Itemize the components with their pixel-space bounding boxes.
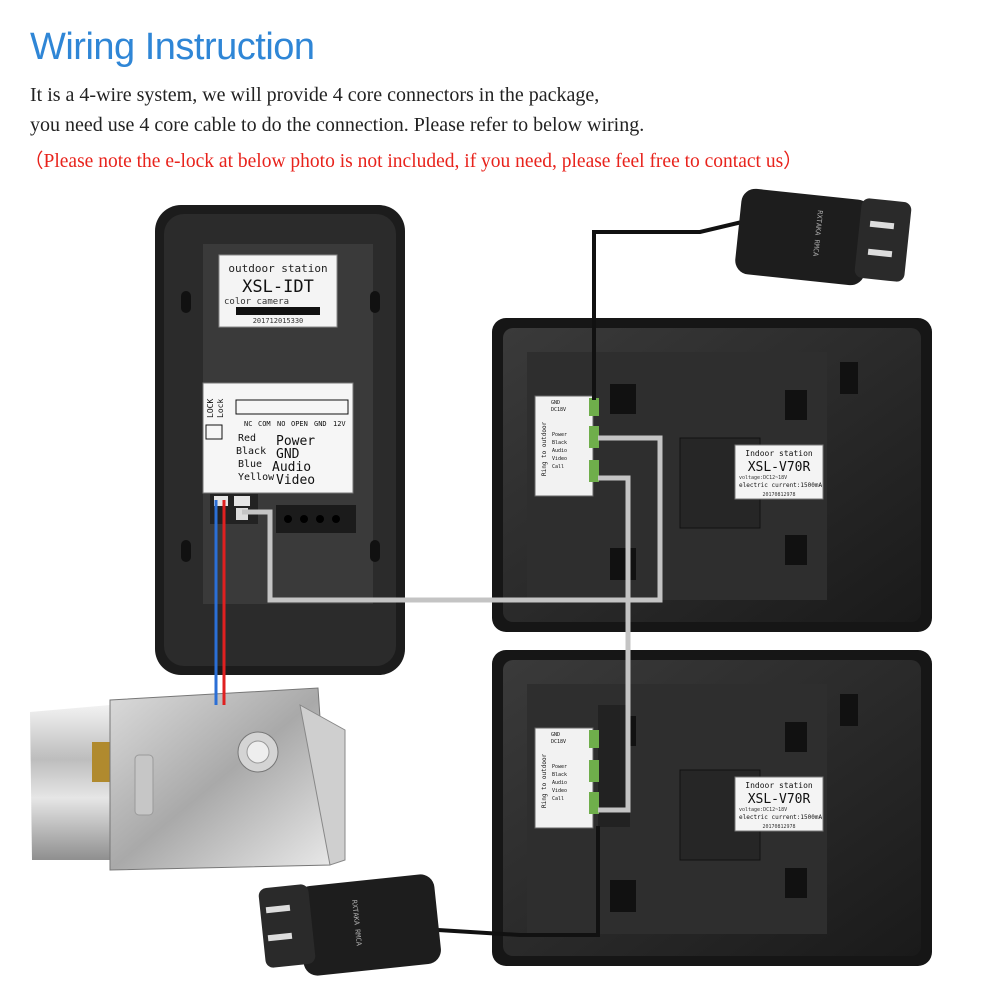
adapter-1-prong: [869, 220, 895, 230]
indoor-2-model-label: [734, 776, 824, 832]
terminal-com: COM: [258, 420, 271, 428]
indoor-2-ring-label: [534, 727, 594, 829]
adapter-2-prong: [265, 904, 291, 914]
indoor-2-pin-audio: Audio: [552, 780, 567, 786]
lock-label: LOCK: [206, 399, 215, 418]
lock-latch: [92, 742, 114, 782]
intro-line-2: you need use 4 core cable to do the conn…: [30, 114, 645, 136]
indoor-1-pin-gnd: GND: [551, 400, 560, 406]
indoor-1-label-top: Indoor station: [745, 449, 813, 458]
terminal-nc: NC: [244, 420, 252, 428]
adapter-1-prong: [867, 248, 893, 258]
intro-line-1: It is a 4-wire system, we will provide 4…: [30, 84, 600, 106]
note-line: （Please note the e-lock at below photo i…: [24, 151, 803, 172]
indoor-2-model: XSL-V70R: [748, 792, 811, 807]
indoor-2-current: electric current:1500mA: [739, 814, 822, 821]
indoor-2-pin-video: Video: [552, 788, 567, 794]
indoor-1-model-label: [734, 444, 824, 500]
wire-color-blue: Blue: [238, 459, 262, 470]
outdoor-label-top: outdoor station: [228, 262, 327, 275]
indoor-1-ring-label: [534, 395, 594, 497]
indoor-2-serial: 20170812978: [762, 824, 795, 830]
terminal-gnd: GND: [314, 420, 327, 428]
terminal-no: NO: [277, 420, 285, 428]
wire-color-yellow: Yellow: [238, 472, 275, 483]
indoor-station-1: Ring to outdoor GND DC18V Power Black Au…: [492, 318, 932, 632]
power-adapter-2: RXTAKA RMCA: [258, 826, 600, 976]
indoor-1-pin-audio: Audio: [552, 448, 567, 454]
wire-color-black: Black: [236, 446, 266, 457]
indoor-2-voltage: voltage:DC12~18V: [739, 807, 787, 813]
indoor-2-ring-text: Ring to outdoor: [541, 753, 548, 808]
lock-logo: [134, 754, 154, 816]
cable-outdoor-to-indoor-1: [242, 435, 663, 603]
terminal-12v: 12V: [333, 420, 346, 428]
indoor-1-model: XSL-V70R: [748, 460, 811, 475]
indoor-2-pin-black: Black: [552, 772, 567, 778]
adapter-2-prong: [267, 932, 293, 942]
adapter-1-body: [735, 188, 871, 286]
wire-signal-gnd: GND: [276, 447, 300, 462]
lock-side: [299, 704, 346, 866]
outdoor-subtitle: color camera: [224, 297, 289, 307]
adapter-2-cable: [437, 826, 600, 937]
indoor-1-pin-call: Call: [552, 464, 564, 470]
indoor-station-2: Ring to outdoor GND DC18V Power Black Au…: [492, 650, 932, 966]
outdoor-screw-hole: [181, 291, 191, 313]
indoor-2-label-top: Indoor station: [745, 781, 813, 790]
indoor-1-ring-text: Ring to outdoor: [541, 421, 548, 476]
wire-signal-video: Video: [276, 473, 315, 488]
outdoor-serial: 201712015330: [253, 317, 304, 325]
indoor-1-pin-power: Power: [552, 432, 567, 438]
indoor-1-current: electric current:1500mA: [739, 482, 822, 489]
indoor-1-serial: 20170812978: [762, 492, 795, 498]
lock-label-2: Lock: [216, 399, 225, 418]
indoor-1-pin-black: Black: [552, 440, 567, 446]
outdoor-model: XSL-IDT: [242, 277, 314, 297]
power-adapter-1: RXTAKA RMCA: [592, 188, 912, 400]
wire-signal-power: Power: [276, 434, 315, 449]
outdoor-barcode: [236, 307, 320, 315]
adapter-1-cable: [592, 220, 743, 400]
page-title: Wiring Instruction: [30, 26, 315, 68]
indoor-1-pin-dc: DC18V: [551, 407, 566, 413]
indoor-2-pin-call: Call: [552, 796, 564, 802]
indoor-2-pin-dc: DC18V: [551, 739, 566, 745]
lock-faceplate: [30, 705, 115, 860]
wire-signal-audio: Audio: [272, 460, 311, 475]
lock-terminal: [205, 424, 223, 440]
indoor-1-voltage: voltage:DC12~18V: [739, 475, 787, 481]
outdoor-screw-hole: [370, 540, 380, 562]
wire-color-red: Red: [238, 433, 256, 444]
relay-terminal-block: [235, 399, 349, 415]
electric-lock: [30, 687, 346, 871]
indoor-1-pin-video: Video: [552, 456, 567, 462]
outdoor-terminal-label: [202, 382, 354, 494]
terminal-open: OPEN: [291, 420, 308, 428]
cable-indoor-1-to-indoor-2: [598, 475, 631, 813]
indoor-2-pin-power: Power: [552, 764, 567, 770]
indoor-2-pin-gnd: GND: [551, 732, 560, 738]
outdoor-screw-hole: [181, 540, 191, 562]
adapter-2-body: [297, 874, 441, 976]
outdoor-station: outdoor station XSL-IDT color camera 201…: [155, 205, 405, 675]
outdoor-screw-hole: [370, 291, 380, 313]
